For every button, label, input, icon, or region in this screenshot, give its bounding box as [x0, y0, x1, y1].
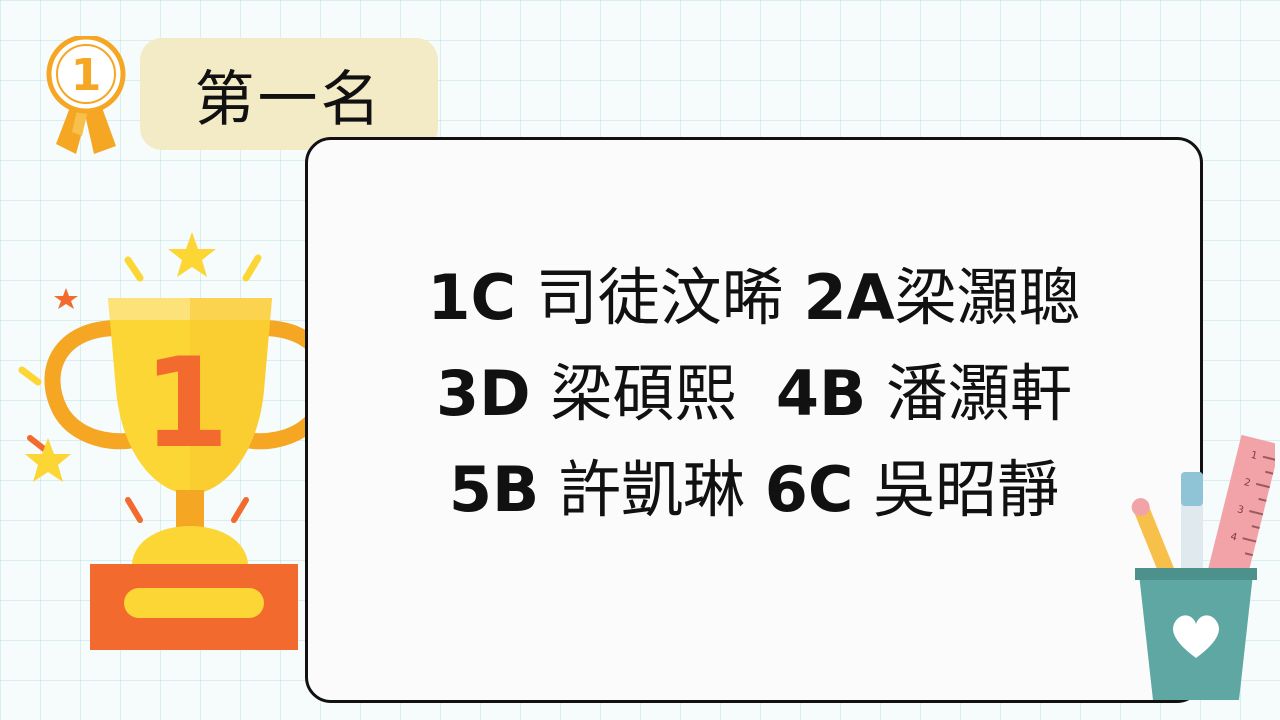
winner-name: 潘灝軒 — [885, 357, 1072, 430]
title-badge: 第一名 — [140, 38, 438, 150]
winner-name: 吳昭靜 — [873, 453, 1060, 526]
winner-name: 司徒汶晞 — [535, 261, 784, 334]
winner-row: 3D 梁碩熙 4B 潘灝軒 — [308, 346, 1200, 442]
winner-row: 1C 司徒汶晞 2A梁灝聰 — [308, 250, 1200, 346]
winner-name: 許凱琳 — [559, 453, 746, 526]
star-icon — [54, 288, 78, 309]
winner-class: 3D — [436, 357, 531, 430]
winner-class: 6C — [764, 453, 854, 526]
ruler-tick-label: 2 — [1243, 477, 1252, 489]
winner-class: 4B — [775, 357, 867, 430]
heart-icon — [1173, 615, 1219, 658]
ruler-tick-label: 1 — [1250, 450, 1259, 462]
ruler-tick-label: 4 — [1229, 531, 1238, 543]
medal-icon: 1 — [46, 36, 126, 154]
star-icon — [25, 438, 71, 482]
ruler-tick-label: 3 — [1236, 504, 1245, 516]
winner-class: 2A — [803, 261, 895, 334]
winner-name: 梁碩熙 — [550, 357, 737, 430]
winner-name: 梁灝聰 — [894, 261, 1081, 334]
winner-class: 5B — [448, 453, 540, 526]
medal-number: 1 — [71, 50, 102, 101]
winner-row: 5B 許凱琳 6C 吳昭靜 — [308, 442, 1200, 538]
pencil-cup-icon: 1 2 3 4 — [1131, 434, 1275, 700]
winner-list: 1C 司徒汶晞 2A梁灝聰 3D 梁碩熙 4B 潘灝軒 5B 許凱琳 6C 吳昭… — [308, 250, 1200, 538]
winners-panel: 1C 司徒汶晞 2A梁灝聰 3D 梁碩熙 4B 潘灝軒 5B 許凱琳 6C 吳昭… — [305, 137, 1203, 703]
star-icon — [168, 232, 216, 277]
trophy-icon: 1 — [18, 232, 360, 650]
winner-class: 1C — [427, 261, 517, 334]
page-title: 第一名 — [194, 64, 384, 135]
trophy-number: 1 — [143, 332, 229, 476]
